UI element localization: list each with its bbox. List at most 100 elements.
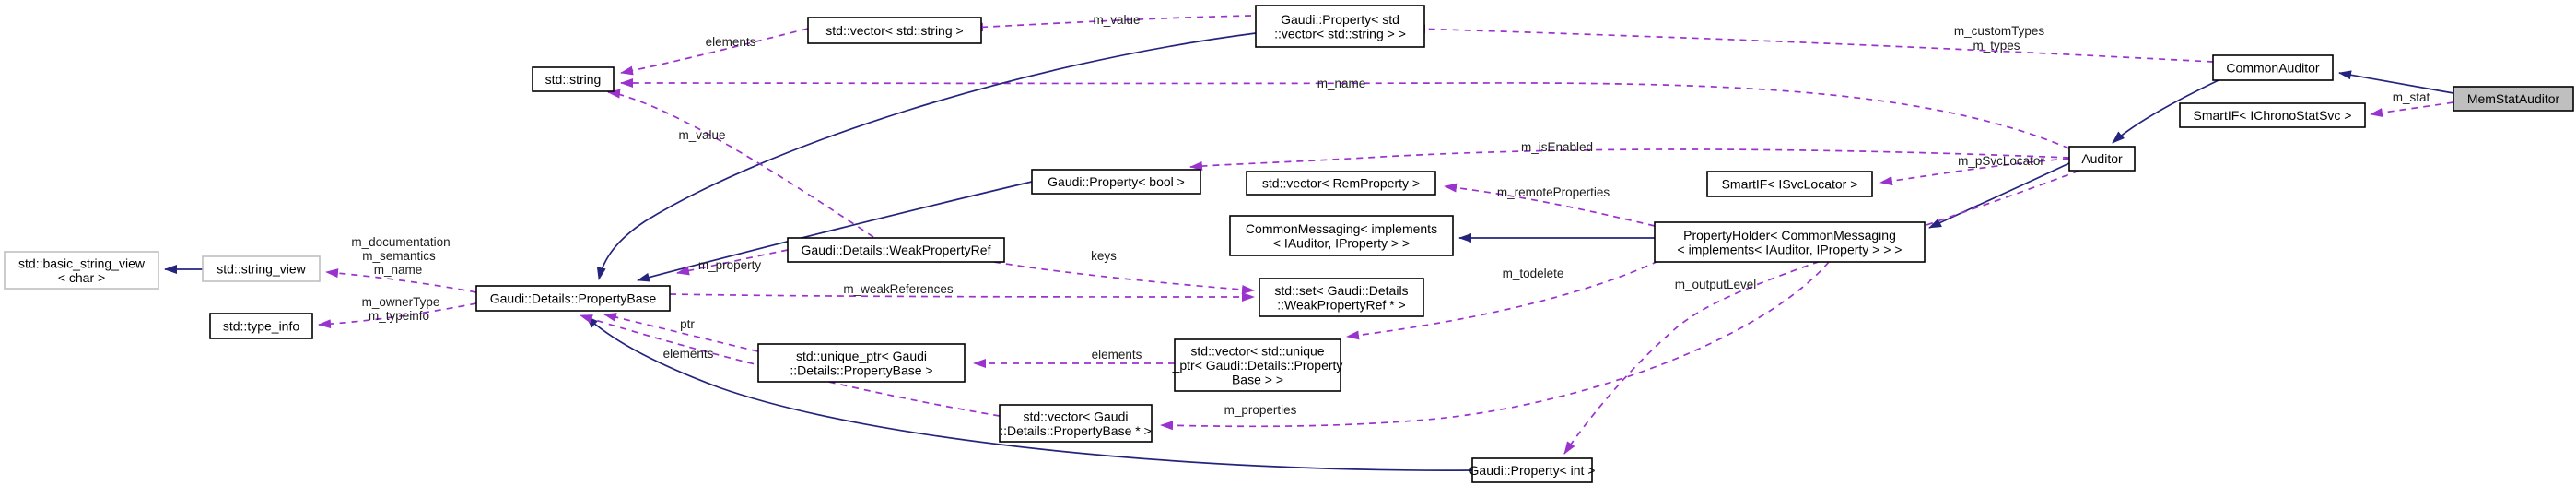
node-mem-stat-auditor[interactable]: MemStatAuditor <box>2453 86 2574 112</box>
edge-label-m-ownertype-propertybase-typeinfo-0: m_ownerType <box>362 295 440 309</box>
edge-m-name-auditor-string <box>620 78 2070 149</box>
node-label-common-auditor-line0: CommonAuditor <box>2226 61 2319 76</box>
edge-label-m-todelete-propertyholder-vecunique-0: m_todelete <box>1503 267 1564 280</box>
node-box-gaudi-property-bool[interactable] <box>1031 169 1201 195</box>
node-label-gaudi-details-propertybase-line0: Gaudi::Details::PropertyBase <box>490 291 657 306</box>
node-std-basic-string-view[interactable]: std::basic_string_view< char > <box>4 251 159 290</box>
node-gaudi-details-propertybase[interactable]: Gaudi::Details::PropertyBase <box>475 285 671 312</box>
edge-elements-vecptr-propertybase <box>580 314 1001 417</box>
node-label-std-string-view-line0: std::string_view <box>217 262 306 277</box>
node-box-std-string[interactable] <box>532 66 615 92</box>
node-std-string[interactable]: std::string <box>532 66 615 92</box>
node-gaudi-property-vector-string[interactable]: Gaudi::Property< std::vector< std::strin… <box>1255 5 1425 48</box>
node-label-gaudi-details-weakpropertyref-line0: Gaudi::Details::WeakPropertyRef <box>802 243 991 257</box>
edge-label-m-name-auditor-string-0: m_name <box>1317 77 1366 90</box>
node-label-std-vector-std-string-line0: std::vector< std::string > <box>825 23 963 38</box>
node-box-smartif-isvclocator[interactable] <box>1706 171 1873 197</box>
node-box-std-vector-unique-ptr[interactable] <box>1174 338 1341 392</box>
node-box-common-messaging[interactable] <box>1229 215 1454 256</box>
node-common-auditor[interactable]: CommonAuditor <box>2212 54 2334 81</box>
edge-label-m-ownertype-propertybase-typeinfo-1: m_typeinfo <box>369 309 429 323</box>
edge-label-m-documentation-propertybase-stringview-1: m_semantics <box>362 249 436 263</box>
node-box-auditor[interactable] <box>2068 146 2136 172</box>
edge-label-keys-weakref-set-0: keys <box>1091 249 1117 263</box>
edge-keys-weakref-set <box>993 261 1255 294</box>
node-std-vector-propertybase-ptr[interactable]: std::vector< Gaudi::Details::PropertyBas… <box>999 404 1153 443</box>
edge-label-m-customtypes-commonauditor-propvec-1: m_types <box>1973 39 2020 53</box>
node-box-std-vector-std-string[interactable] <box>807 17 982 44</box>
node-box-std-vector-remproperty[interactable] <box>1246 171 1436 196</box>
edge-label-m-stat-memstat-smartif-0: m_stat <box>2393 90 2430 104</box>
node-std-string-view[interactable]: std::string_view <box>202 255 321 282</box>
node-box-std-type-info[interactable] <box>209 313 313 339</box>
node-gaudi-property-bool[interactable]: Gaudi::Property< bool > <box>1031 169 1201 195</box>
node-box-gaudi-details-propertybase[interactable] <box>475 285 671 312</box>
node-label-std-basic-string-view-line0: std::basic_string_view <box>18 255 146 270</box>
edge-m-properties-propertyholder-vecptr <box>1160 261 1830 431</box>
node-std-vector-std-string[interactable]: std::vector< std::string > <box>807 17 982 44</box>
node-box-std-set-weakpropertyref[interactable] <box>1259 278 1424 317</box>
edge-label-m-psvclocator-auditor-smartif-0: m_pSvcLocator <box>1958 154 2044 168</box>
node-label-std-vector-unique-ptr-line2: Base > > <box>1232 373 1283 387</box>
node-property-holder[interactable]: PropertyHolder< CommonMessaging< impleme… <box>1654 221 1926 263</box>
edge-m-ownertype-propertybase-typeinfo <box>318 302 477 329</box>
node-box-gaudi-property-vector-string[interactable] <box>1255 5 1425 48</box>
node-box-gaudi-details-weakpropertyref[interactable] <box>787 237 1005 263</box>
node-label-std-vector-unique-ptr-line0: std::vector< std::unique <box>1190 344 1324 359</box>
node-box-mem-stat-auditor[interactable] <box>2453 86 2574 112</box>
node-smartif-ichronostatsvc[interactable]: SmartIF< IChronoStatSvc > <box>2179 102 2366 128</box>
edge-m-stat-memstat-smartif <box>2370 101 2454 118</box>
node-gaudi-property-int[interactable]: Gaudi::Property< int > <box>1469 457 1596 483</box>
node-box-std-string-view[interactable] <box>202 255 321 282</box>
node-box-std-basic-string-view[interactable] <box>4 251 159 290</box>
edge-m-remoteproperties-propertyholder-vecrem <box>1444 183 1656 227</box>
node-label-smartif-ichronostatsvc-line0: SmartIF< IChronoStatSvc > <box>2194 108 2352 123</box>
node-label-std-unique-ptr-propertybase-line0: std::unique_ptr< Gaudi <box>796 349 927 363</box>
node-box-gaudi-property-int[interactable] <box>1471 457 1593 483</box>
edge-inherit-propbool-propertybase <box>637 181 1033 282</box>
edge-label-m-remoteproperties-propertyholder-vecrem-0: m_remoteProperties <box>1497 185 1610 199</box>
node-std-vector-unique-ptr[interactable]: std::vector< std::unique_ptr< Gaudi::Det… <box>1172 338 1343 392</box>
node-box-std-vector-propertybase-ptr[interactable] <box>999 404 1153 443</box>
node-gaudi-details-weakpropertyref[interactable]: Gaudi::Details::WeakPropertyRef <box>787 237 1005 263</box>
node-box-property-holder[interactable] <box>1654 221 1926 263</box>
node-common-messaging[interactable]: CommonMessaging< implements< IAuditor, I… <box>1229 215 1454 256</box>
edge-label-elements-vecunique-uniqueptr-0: elements <box>1092 348 1142 362</box>
node-box-smartif-ichronostatsvc[interactable] <box>2179 102 2366 128</box>
node-label-property-holder-line0: PropertyHolder< CommonMessaging <box>1683 228 1896 243</box>
edge-inherit-propvecstring-propertybase <box>596 32 1257 280</box>
edge-label-m-outputlevel-auditor-propint-0: m_outputLevel <box>1675 278 1757 291</box>
node-auditor[interactable]: Auditor <box>2068 146 2136 172</box>
edge-label-m-value-weakref-string-0: m_value <box>678 128 725 142</box>
edge-m-outputlevel-auditor-propint <box>1563 170 2080 455</box>
node-label-std-vector-propertybase-ptr-line0: std::vector< Gaudi <box>1023 409 1128 423</box>
node-std-set-weakpropertyref[interactable]: std::set< Gaudi::Details::WeakPropertyRe… <box>1259 278 1424 317</box>
node-std-type-info[interactable]: std::type_info <box>209 313 313 339</box>
edge-m-value-propvec-vecstring <box>970 15 1252 32</box>
edge-label-m-documentation-propertybase-stringview-2: m_name <box>374 263 423 277</box>
edge-label-m-properties-propertyholder-vecptr-0: m_properties <box>1224 403 1297 417</box>
edge-label-elements-vecptr-propertybase-0: elements <box>663 347 714 361</box>
node-box-common-auditor[interactable] <box>2212 54 2334 81</box>
edge-inherit-propint-propertybase <box>585 315 1473 471</box>
node-box-std-unique-ptr-propertybase[interactable] <box>757 343 966 383</box>
node-std-vector-remproperty[interactable]: std::vector< RemProperty > <box>1246 171 1436 196</box>
edge-elements-vecstring-string <box>620 28 809 76</box>
node-std-unique-ptr-propertybase[interactable]: std::unique_ptr< Gaudi::Details::Propert… <box>757 343 966 383</box>
node-label-common-messaging-line0: CommonMessaging< implements <box>1246 221 1437 236</box>
node-label-std-string-line0: std::string <box>545 72 602 87</box>
edge-m-weakreferences-propertybase-set <box>669 291 1255 302</box>
edge-m-customtypes-commonauditor-propvec <box>1412 24 2214 63</box>
node-label-std-unique-ptr-propertybase-line1: ::Details::PropertyBase > <box>790 362 932 377</box>
edge-m-documentation-propertybase-stringview <box>325 268 477 293</box>
edge-inherit-commonauditor-auditor <box>2112 79 2219 144</box>
node-label-std-vector-remproperty-line0: std::vector< RemProperty > <box>1262 176 1420 191</box>
node-label-gaudi-property-bool-line0: Gaudi::Property< bool > <box>1048 174 1185 189</box>
node-label-std-set-weakpropertyref-line1: ::WeakPropertyRef * > <box>1277 297 1405 312</box>
node-smartif-isvclocator[interactable]: SmartIF< ISvcLocator > <box>1706 171 1873 197</box>
node-label-gaudi-property-vector-string-line0: Gaudi::Property< std <box>1281 12 1399 27</box>
edge-inherit-auditor-propertyholder <box>1928 162 2070 229</box>
node-label-auditor-line0: Auditor <box>2081 151 2123 166</box>
edge-m-property-weakref-propertybase <box>676 249 789 276</box>
node-label-property-holder-line1: < implements< IAuditor, IProperty > > > <box>1678 242 1903 256</box>
